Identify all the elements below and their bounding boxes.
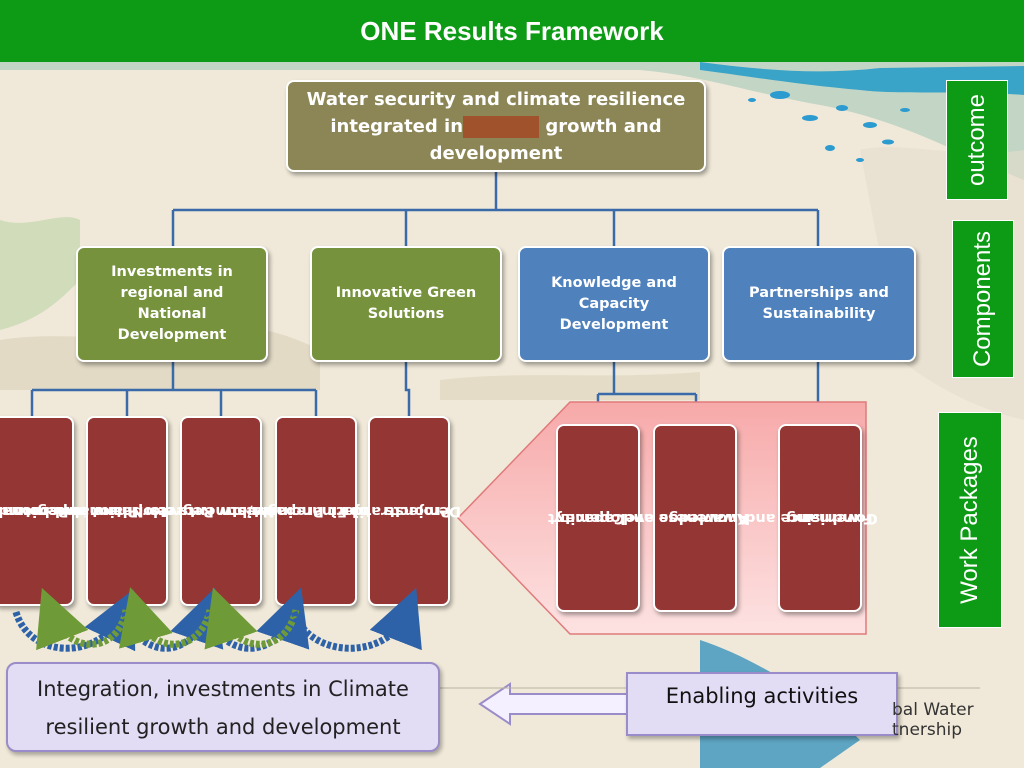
wp-regional-transboundary: Regional and Transboundary Cooperaton [0,416,98,606]
component-label: Investments in [111,264,233,280]
component-label: Development [117,327,227,343]
side-label-work-packages: Work Packages [938,412,1002,628]
enabling-activities-box: Enabling activities [626,672,898,736]
wp-capacity-development: Capacity Developement [548,424,666,612]
component-label: Sustainability [762,306,876,322]
component-label: Innovative Green [335,285,477,301]
outcome-box: Water security and climate resilience in… [286,80,706,172]
component-label: Development [559,316,669,333]
outcome-line-2b: growth and [545,115,662,137]
redacted-block [463,115,540,138]
component-label: regional and National [120,285,224,322]
component-label: Solutions [367,306,445,322]
enabling-activities-label: Enabling activities [665,684,859,708]
logo-line-1: bal Water [892,700,974,720]
side-label-outcome: outcome [946,80,1008,200]
component-label: Capacity [578,295,650,312]
page-title: ONE Results Framework [0,0,1024,62]
outcome-line-3: development [429,142,563,164]
integration-line-1: Integration, investments in Climate [37,677,409,701]
component-partnerships: Partnerships and Sustainability [722,246,916,362]
integration-box: Integration, investments in Climate resi… [6,662,440,752]
component-innovative-green: Innovative Green Solutions [310,246,502,362]
gwp-logo-text: bal Water tnership [892,700,974,740]
logo-line-2: tnership [892,720,963,740]
side-label-components: Components [952,220,1014,378]
component-label: Knowledge and [551,274,677,291]
wp-no-low-regrets: No/low Regrets Investments [150,416,281,606]
component-knowledge-capacity: Knowledge and Capacity Development [518,246,710,362]
component-label: Partnerships and [749,285,889,301]
outcome-line-2a: integrated in [330,115,464,137]
wp-knowledge-awareness: Knowledge and Awareness [623,424,749,612]
wp-governance-fundraising: Governance and Fundrising [745,424,877,612]
component-investments: Investments in regional and National Dev… [76,246,268,362]
wp-project-preparation: Project Preparation and Financing [227,416,387,606]
outcome-line-1: Water security and climate resilience [306,88,686,110]
integration-line-2: resilient growth and development [45,715,401,739]
